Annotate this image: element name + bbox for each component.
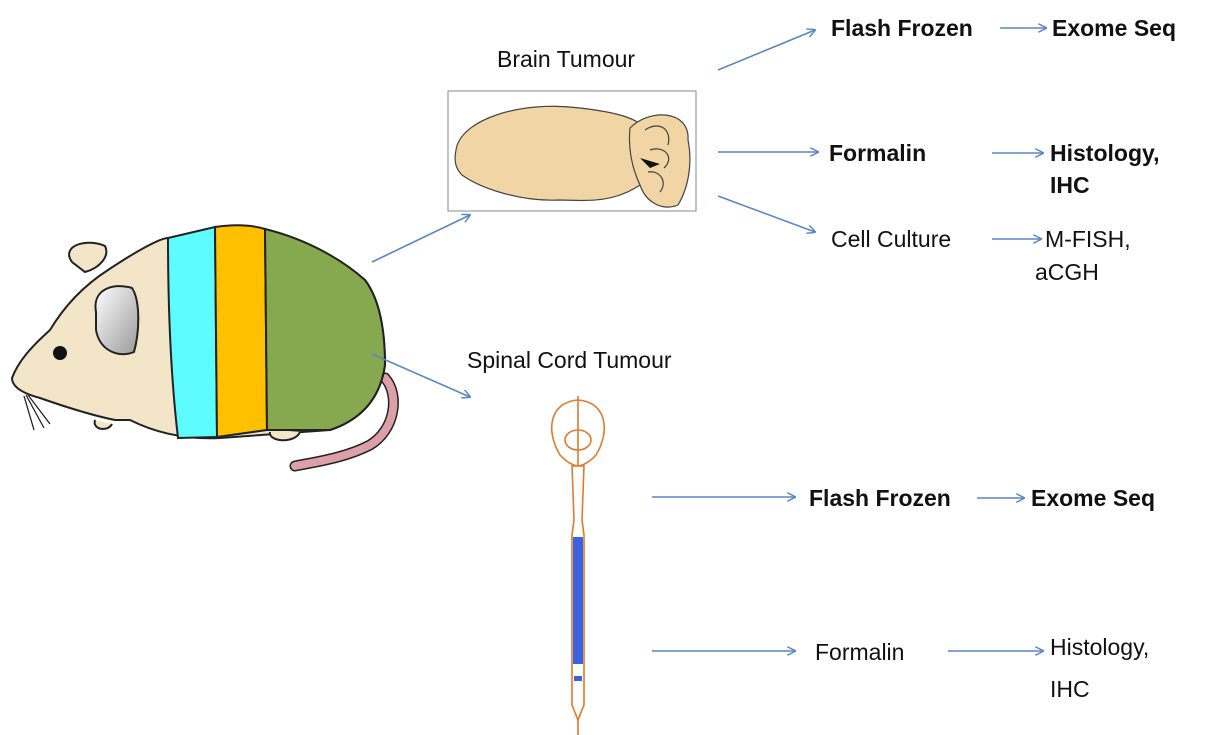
spinal-cord-tumour-title: Spinal Cord Tumour: [467, 345, 672, 375]
brain-cerebrum: [455, 106, 649, 200]
spinal-cord-illustration: [552, 396, 605, 735]
brain-tumour-title: Brain Tumour: [497, 44, 635, 74]
arrow-brain-to-cell-culture: [718, 196, 815, 232]
brain-formalin-label: Formalin: [829, 138, 926, 168]
spinal-histology-label: Histology,: [1050, 632, 1149, 662]
spinal-tumour-segment: [573, 537, 583, 664]
mfish-label: M-FISH,: [1045, 224, 1131, 254]
brain-ihc-label: IHC: [1050, 170, 1090, 200]
mouse-band-cyan: [168, 227, 217, 438]
arrow-mouse-to-brain: [372, 215, 470, 262]
cell-culture-label: Cell Culture: [831, 224, 951, 254]
mouse-front-paw: [95, 420, 112, 429]
spinal-exome-seq-label: Exome Seq: [1031, 483, 1155, 513]
spinal-formalin-label: Formalin: [815, 637, 904, 667]
spinal-flash-frozen-label: Flash Frozen: [809, 483, 951, 513]
mouse-illustration: [12, 225, 393, 466]
mouse-hind-paw: [270, 432, 300, 440]
mouse-ear: [95, 286, 138, 354]
acgh-label: aCGH: [1035, 257, 1099, 287]
brain-histology-label: Histology,: [1050, 138, 1159, 168]
mouse-band-orange: [215, 225, 267, 437]
spinal-tumour-mark: [574, 676, 582, 681]
mouse-eye: [53, 346, 67, 360]
mouse-far-ear: [69, 243, 106, 272]
spinal-ihc-label: IHC: [1050, 674, 1090, 704]
arrow-brain-to-flash-frozen: [718, 30, 815, 70]
brain-exome-seq-label: Exome Seq: [1052, 13, 1176, 43]
brain-flash-frozen-label: Flash Frozen: [831, 13, 973, 43]
mouse-band-green: [265, 229, 385, 430]
